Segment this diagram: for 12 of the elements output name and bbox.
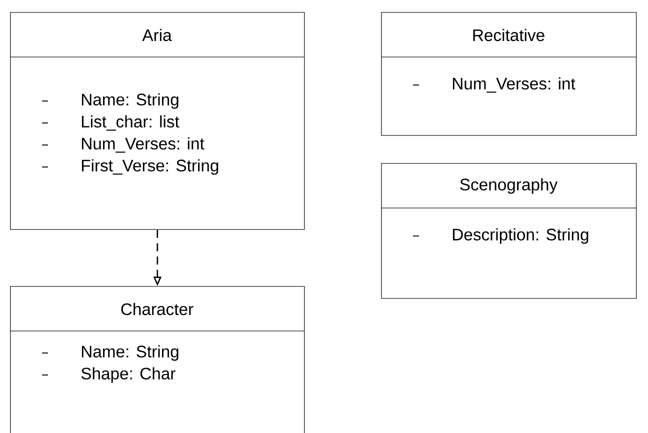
attribute-text: Name: String	[82, 345, 178, 361]
attribute-text: Num_Verses: int	[82, 137, 204, 153]
attribute-text: Name: String	[82, 93, 178, 109]
class-name: Aria	[142, 28, 172, 42]
attribute-text: Description: String	[452, 228, 588, 244]
class-name: Recitative	[473, 28, 544, 42]
attribute-text: List_char: list	[82, 115, 180, 131]
class-name: Character	[121, 302, 194, 316]
class-name: Scenography	[460, 178, 558, 194]
attribute-text: Num_Verses: int	[452, 77, 576, 93]
attribute-text: Shape: Char	[81, 367, 176, 383]
attribute-text: First_Verse: String	[82, 159, 218, 175]
